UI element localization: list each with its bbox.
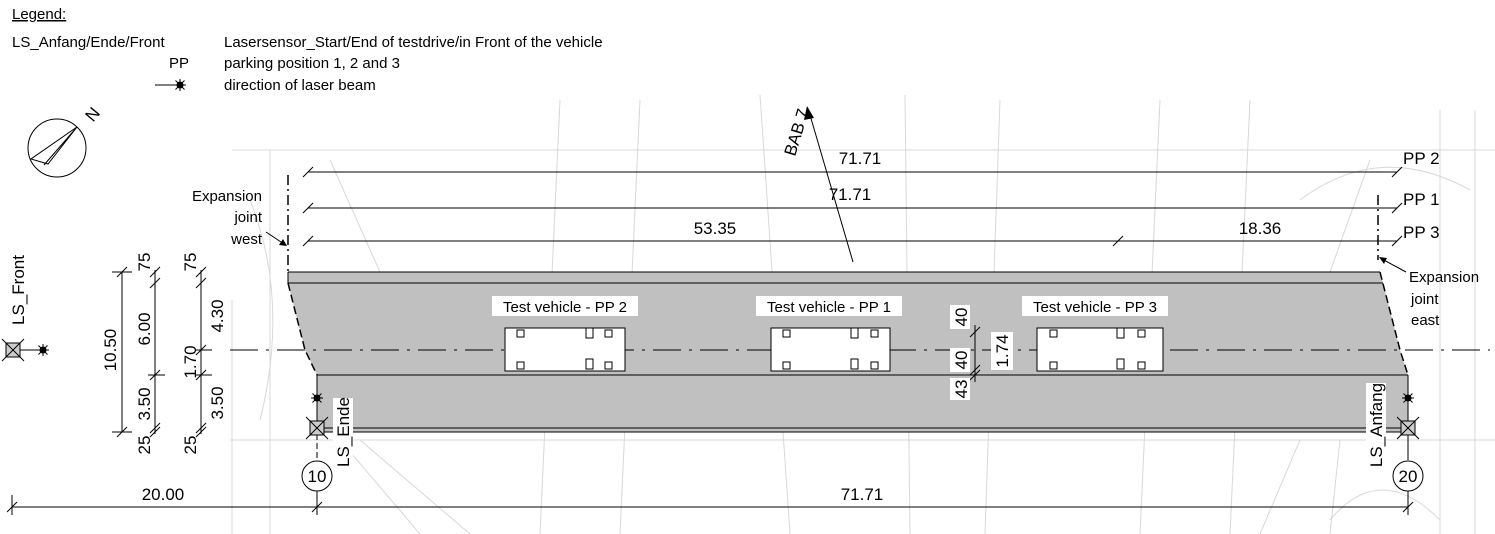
- dimension-label: 10: [308, 467, 327, 486]
- dimension-label: 10.50: [101, 329, 120, 372]
- pp3-label: PP 3: [1403, 223, 1440, 242]
- test-vehicle-pp3: Test vehicle - PP 3: [1022, 296, 1168, 372]
- pp1-label: PP 1: [1403, 190, 1440, 209]
- dimension-label: joint: [233, 209, 262, 226]
- dimension-label: east: [1411, 312, 1440, 329]
- dimension-label: west: [230, 231, 263, 248]
- dimension-label: 20.00: [142, 485, 185, 504]
- vehicle-label: Test vehicle - PP 1: [767, 299, 891, 316]
- dimension-label: 53.35: [694, 219, 737, 238]
- dimension-label: 25: [181, 436, 200, 455]
- vehicle-width-dimensions: 40 40 43 1.74: [950, 305, 1013, 400]
- dimension-label: 71.71: [839, 149, 882, 168]
- road-direction-arrow: BAB 7: [781, 106, 854, 263]
- dimension-label: LS_Anfang: [1367, 383, 1386, 467]
- expansion-joint-west: Expansion joint west: [192, 175, 289, 272]
- dimension-label: 1.70: [181, 345, 200, 378]
- expansion-joint-east: Expansion joint east: [1377, 195, 1479, 329]
- legend-key: LS_Anfang/Ende/Front: [12, 34, 165, 51]
- longitudinal-dimensions: 20.00 71.71: [6, 485, 1414, 515]
- laser-sensor-end: LS_Ende 10: [301, 391, 353, 515]
- legend: Legend: LS_Anfang/Ende/Front Lasersensor…: [12, 6, 603, 94]
- legend-desc: parking position 1, 2 and 3: [224, 55, 400, 72]
- dimension-label: Expansion: [192, 188, 262, 205]
- dimension-label: 25: [135, 436, 154, 455]
- legend-desc: Lasersensor_Start/End of testdrive/in Fr…: [224, 34, 603, 51]
- laser-sensor-start: LS_Anfang 20: [1366, 383, 1424, 515]
- dimension-label: LS_Ende: [334, 397, 353, 467]
- dimension-label: 43: [952, 380, 971, 399]
- pp2-label: PP 2: [1403, 149, 1440, 168]
- dimension-label: 75: [181, 253, 200, 272]
- dimension-label: 4.30: [208, 299, 227, 332]
- dimension-label: 40: [952, 351, 971, 370]
- laser-icon: [1401, 391, 1415, 405]
- cross-section-dimensions: 10.50 75 6.00 3.50 25 75 4.30 1.70 3.50 …: [101, 253, 227, 455]
- dimension-label: 1.74: [993, 334, 1012, 367]
- dimension-label: LS_Front: [9, 255, 28, 325]
- dimension-label: 6.00: [135, 312, 154, 345]
- laser-sensor-front: LS_Front: [1, 255, 50, 362]
- dimension-label: 3.50: [208, 386, 227, 419]
- dimension-label: 40: [952, 308, 971, 327]
- dimension-label: 18.36: [1239, 219, 1282, 238]
- legend-title: Legend:: [12, 6, 66, 23]
- vehicle-label: Test vehicle - PP 2: [503, 299, 627, 316]
- north-label: N: [82, 104, 104, 126]
- dimension-label: joint: [1410, 291, 1439, 308]
- test-vehicle-pp2: Test vehicle - PP 2: [492, 296, 638, 372]
- laser-icon: [36, 343, 50, 357]
- dimension-label: 20: [1399, 467, 1418, 486]
- dimension-label: 71.71: [829, 185, 872, 204]
- legend-key: PP: [169, 55, 189, 72]
- laser-icon: [310, 391, 324, 405]
- parking-position-dimensions: 71.71 PP 2 71.71 PP 1 53.35 18.36 PP 3: [302, 149, 1440, 247]
- vehicle-label: Test vehicle - PP 3: [1033, 299, 1157, 316]
- laser-beam-icon: [155, 78, 187, 92]
- dimension-label: 71.71: [841, 485, 884, 504]
- dimension-label: 3.50: [135, 387, 154, 420]
- north-arrow-compass-icon: N: [27, 104, 104, 178]
- test-vehicle-pp1: Test vehicle - PP 1: [756, 296, 902, 372]
- dimension-label: Expansion: [1409, 269, 1479, 286]
- legend-desc: direction of laser beam: [224, 77, 376, 94]
- dimension-label: 75: [135, 253, 154, 272]
